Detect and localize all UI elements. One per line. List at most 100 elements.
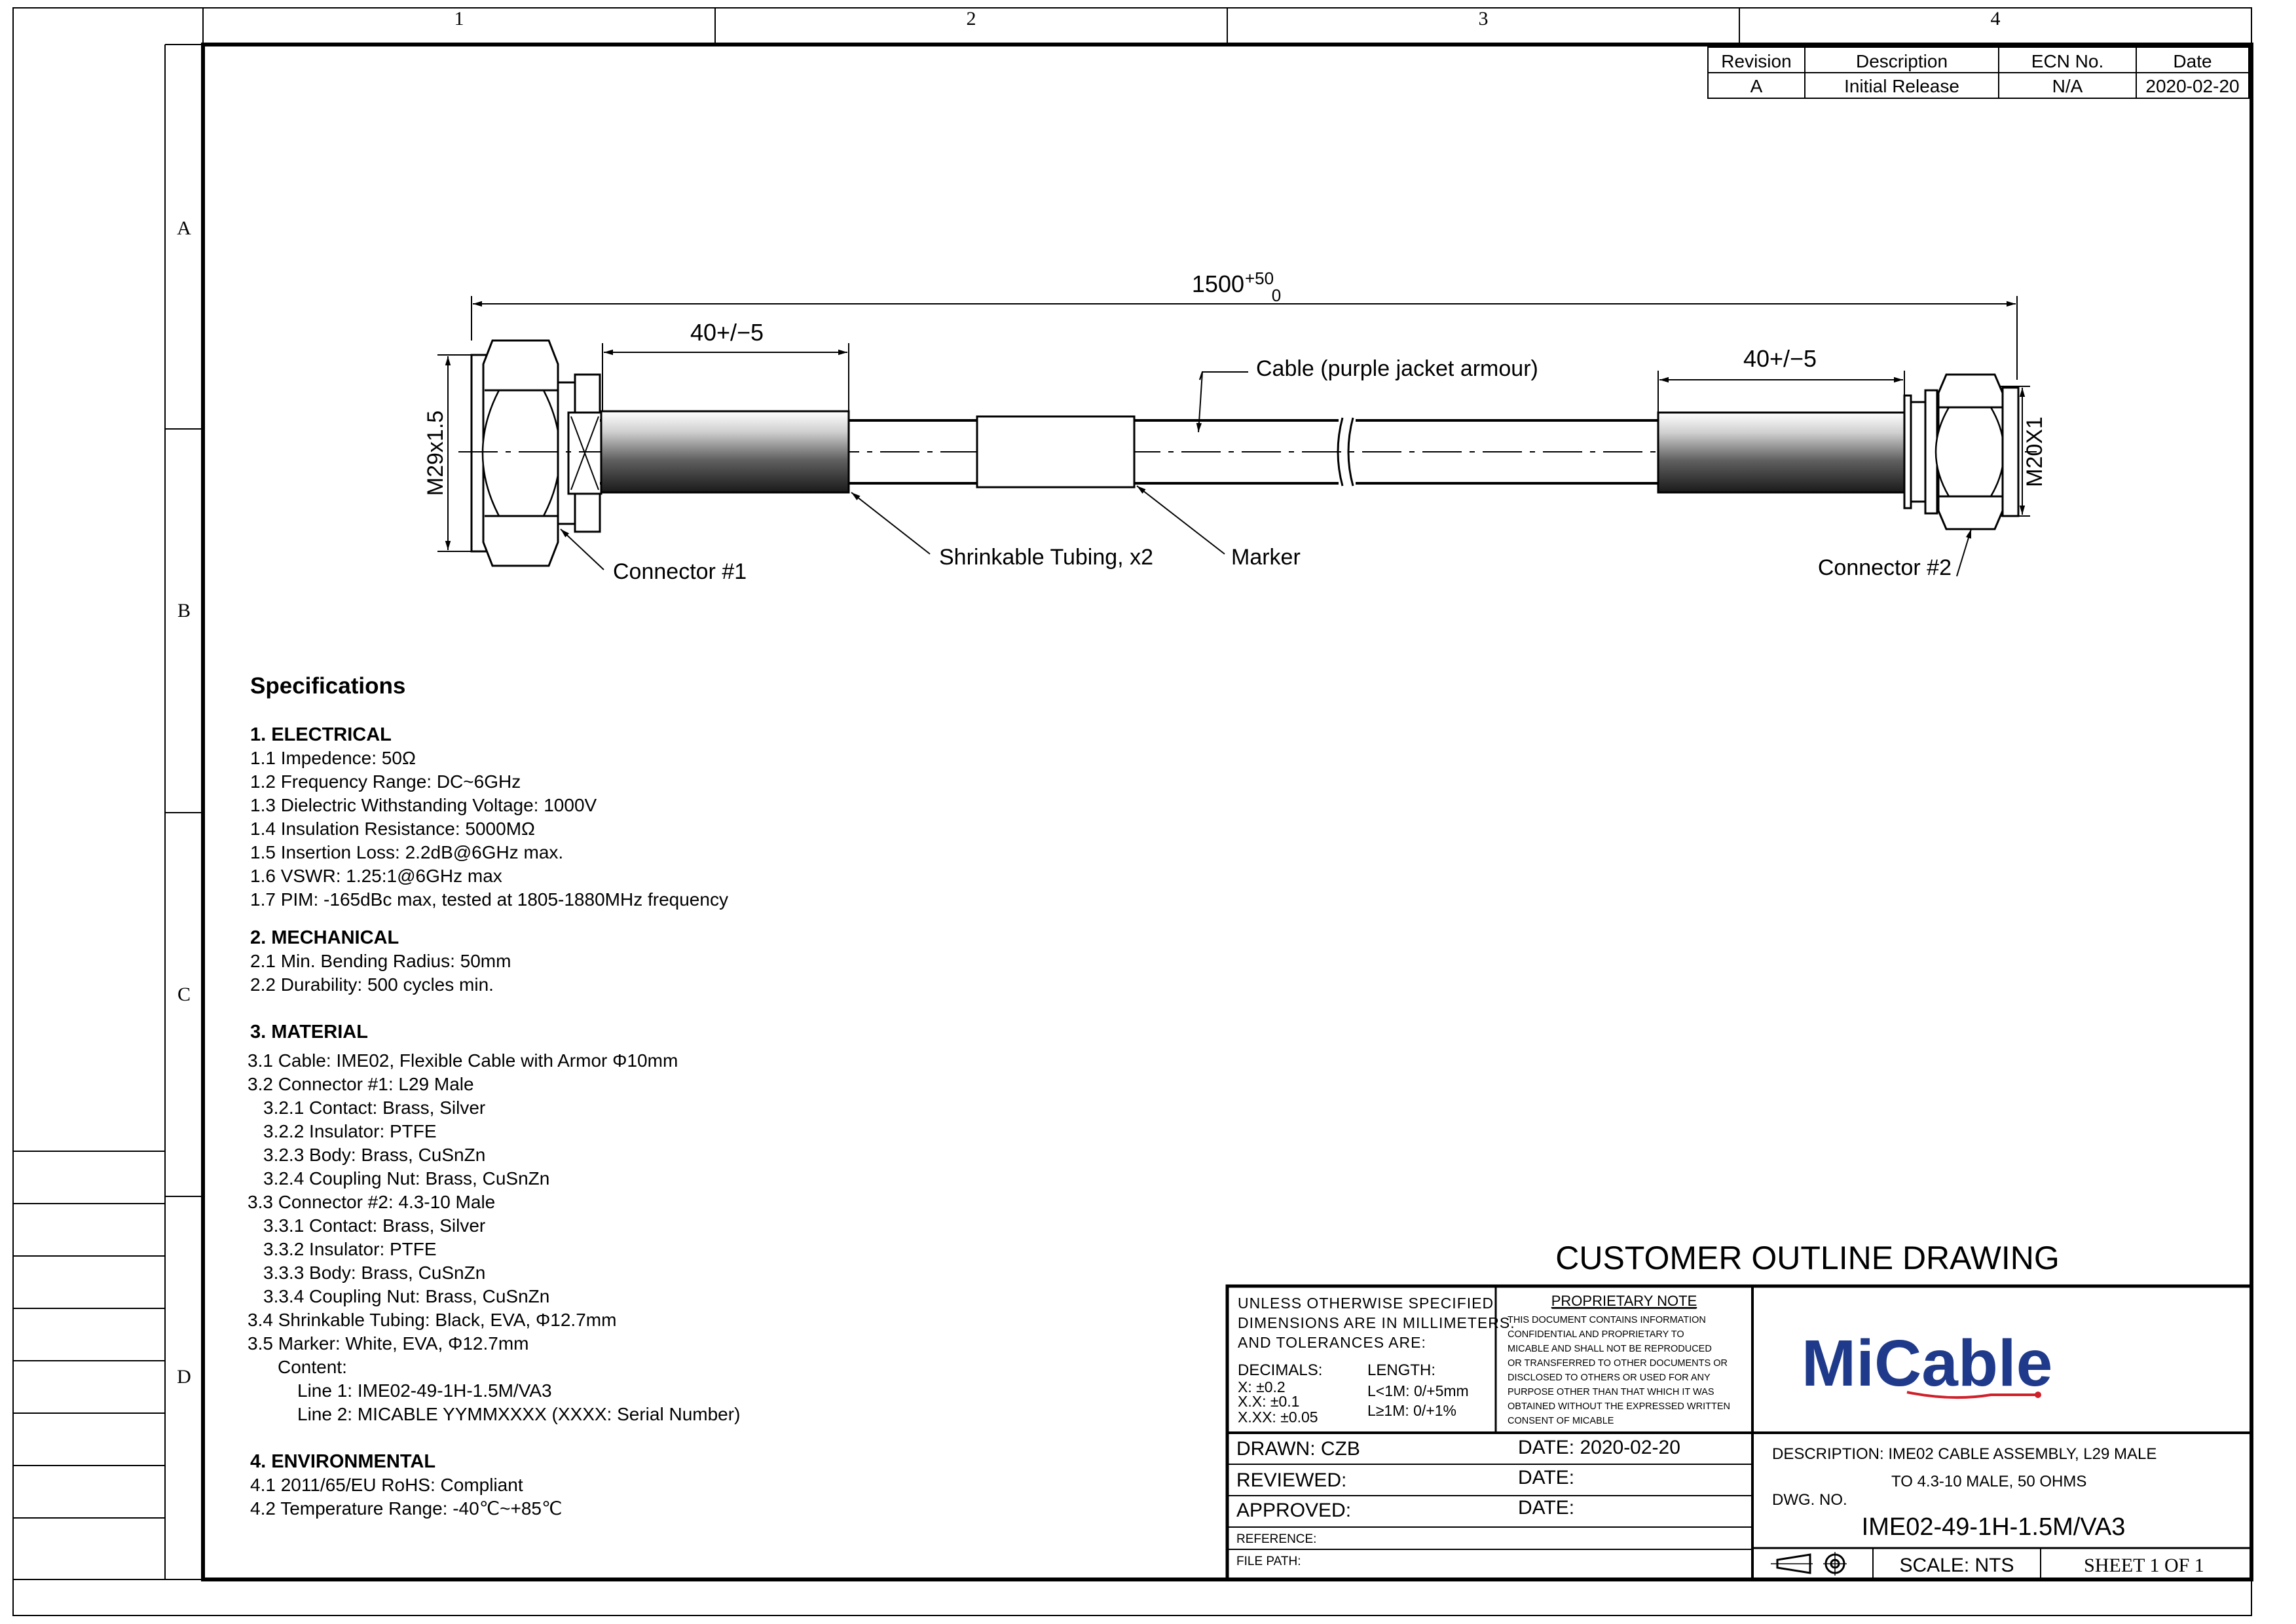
spec-item: 3.3.3 Body: Brass, CuSnZn — [263, 1263, 486, 1283]
spec-item: 3.3.1 Contact: Brass, Silver — [263, 1215, 486, 1236]
rev-header-ecn: ECN No. — [2031, 51, 2103, 71]
label-cable: Cable (purple jacket armour) — [1256, 356, 1538, 381]
grid-row-d: D — [177, 1366, 191, 1388]
proprietary-line-4: OR TRANSFERRED TO OTHER DOCUMENTS OR — [1508, 1358, 1728, 1369]
tolerance-note-line-2: DIMENSIONS ARE IN MILLIMETERS. — [1238, 1314, 1515, 1331]
shrink-tubing-left — [600, 410, 850, 494]
rev-cell-ecn: N/A — [2052, 76, 2083, 96]
tubing-length-left: 40+/−5 — [690, 319, 764, 346]
spec-item: 3.3.2 Insulator: PTFE — [263, 1239, 437, 1259]
reference-label: REFERENCE: — [1236, 1532, 1316, 1546]
scale-label: SCALE: NTS — [1899, 1555, 2014, 1576]
drawn-by: DRAWN: CZB — [1236, 1438, 1360, 1460]
rev-header-date: Date — [2173, 51, 2212, 71]
spec-item: 3.5 Marker: White, EVA, Φ12.7mm — [248, 1333, 529, 1354]
spec-item: 3.2.4 Coupling Nut: Brass, CuSnZn — [263, 1168, 550, 1189]
tolerance-note-line-1: UNLESS OTHERWISE SPECIFIED, — [1238, 1295, 1498, 1312]
label-connector-1: Connector #1 — [613, 559, 747, 584]
grid-col-2: 2 — [967, 8, 976, 29]
spec-item: 2.2 Durability: 500 cycles min. — [250, 974, 494, 995]
proprietary-line-1: THIS DOCUMENT CONTAINS INFORMATION — [1508, 1315, 1706, 1325]
proprietary-line-8: CONSENT OF MICABLE — [1508, 1416, 1614, 1426]
tubing-dimension-left: 40+/−5 — [602, 319, 849, 411]
grid-row-c: C — [177, 984, 191, 1005]
environmental-heading: 4. ENVIRONMENTAL — [250, 1451, 436, 1472]
connector-2 — [1903, 373, 2020, 530]
tubing-dimension-right: 40+/−5 — [1657, 345, 1905, 414]
rev-cell-date: 2020-02-20 — [2145, 76, 2239, 96]
spec-item: 1.4 Insulation Resistance: 5000MΩ — [250, 819, 535, 839]
approved-date: DATE: — [1518, 1497, 1574, 1519]
proprietary-line-7: OBTAINED WITHOUT THE EXPRESSED WRITTEN — [1508, 1401, 1730, 1412]
spec-item: 3.3.4 Coupling Nut: Brass, CuSnZn — [263, 1286, 550, 1306]
file-path-label: FILE PATH: — [1236, 1555, 1301, 1568]
thread-dimension-left: M29x1.5 — [423, 354, 472, 552]
spec-item: 1.1 Impedence: 50Ω — [250, 748, 416, 768]
spec-item: 1.7 PIM: -165dBc max, tested at 1805-188… — [250, 889, 728, 910]
drawn-date: DATE: 2020-02-20 — [1518, 1437, 1680, 1458]
drawing-title: CUSTOMER OUTLINE DRAWING — [1555, 1240, 2059, 1276]
rev-header-revision: Revision — [1721, 51, 1791, 71]
decimals-2: X.X: ±0.1 — [1238, 1393, 1299, 1410]
callout-leaders — [560, 371, 1972, 577]
micable-logo: Mi Cable — [1802, 1327, 2052, 1400]
tolerance-note-line-3: AND TOLERANCES ARE: — [1238, 1334, 1426, 1351]
label-connector-2: Connector #2 — [1818, 555, 1952, 580]
grid-row-b: B — [177, 600, 191, 621]
proprietary-title: PROPRIETARY NOTE — [1551, 1293, 1697, 1309]
decimals-1: X: ±0.2 — [1238, 1378, 1286, 1395]
grid-col-1: 1 — [454, 8, 464, 29]
spec-item: 1.6 VSWR: 1.25:1@6GHz max — [250, 866, 502, 886]
proprietary-line-3: MICABLE AND SHALL NOT BE REPRODUCED — [1508, 1344, 1712, 1354]
description-line-1: DESCRIPTION: IME02 CABLE ASSEMBLY, L29 M… — [1772, 1445, 2157, 1463]
decimals-label: DECIMALS: — [1238, 1361, 1322, 1379]
connector-1 — [470, 339, 602, 567]
dwg-no-label: DWG. NO. — [1772, 1491, 1847, 1509]
cable-assembly-drawing: 1500 +50 0 40+/−5 40+/−5 M29x1.5 — [423, 268, 2047, 584]
marker-sleeve — [976, 415, 1136, 489]
spec-item: Line 2: MICABLE YYMMXXXX (XXXX: Serial N… — [297, 1404, 741, 1424]
rev-cell-revision: A — [1750, 76, 1763, 96]
logo-cable: Cable — [1874, 1327, 2052, 1400]
description-line-2: TO 4.3-10 MALE, 50 OHMS — [1891, 1473, 2086, 1490]
decimals-3: X.XX: ±0.05 — [1238, 1409, 1318, 1426]
proprietary-line-5: DISCLOSED TO OTHERS OR USED FOR ANY — [1508, 1373, 1711, 1383]
length-label: LENGTH: — [1367, 1361, 1435, 1379]
overall-length-dimension: 1500 +50 0 — [471, 268, 2018, 380]
shrink-tubing-right — [1657, 411, 1906, 494]
spec-item: 3.1 Cable: IME02, Flexible Cable with Ar… — [248, 1050, 678, 1071]
overall-length-tol-upper: +50 — [1245, 268, 1274, 288]
grid-row-a: A — [177, 217, 191, 239]
spec-item: 4.2 Temperature Range: -40℃~+85℃ — [250, 1498, 563, 1519]
spec-item: 3.3 Connector #2: 4.3-10 Male — [248, 1192, 496, 1212]
spec-item: 1.5 Insertion Loss: 2.2dB@6GHz max. — [250, 842, 564, 862]
spec-item: 1.3 Dielectric Withstanding Voltage: 100… — [250, 795, 597, 815]
label-shrink-tubing: Shrinkable Tubing, x2 — [939, 545, 1153, 570]
spec-item: 3.2.3 Body: Brass, CuSnZn — [263, 1145, 486, 1165]
spec-item: 2.1 Min. Bending Radius: 50mm — [250, 951, 511, 971]
proprietary-line-2: CONFIDENTIAL AND PROPRIETARY TO — [1508, 1329, 1684, 1340]
spec-item: Content: — [278, 1357, 347, 1377]
spec-item: 1.2 Frequency Range: DC~6GHz — [250, 771, 521, 792]
reviewed-date: DATE: — [1518, 1467, 1574, 1488]
rev-header-description: Description — [1856, 51, 1948, 71]
spec-item: 3.4 Shrinkable Tubing: Black, EVA, Φ12.7… — [248, 1310, 617, 1330]
grid-col-4: 4 — [1991, 8, 2001, 29]
overall-length-tol-lower: 0 — [1272, 286, 1281, 305]
dwg-no: IME02-49-1H-1.5M/VA3 — [1862, 1513, 2126, 1541]
grid-column-labels: 1 2 3 4 — [454, 8, 2001, 29]
spec-item: 3.2 Connector #1: L29 Male — [248, 1074, 474, 1094]
third-angle-projection-icon — [1771, 1552, 1847, 1576]
electrical-heading: 1. ELECTRICAL — [250, 724, 392, 745]
spec-item: 4.1 2011/65/EU RoHS: Compliant — [250, 1475, 523, 1495]
specifications-title: Specifications — [250, 673, 406, 699]
thread-left-label: M29x1.5 — [423, 411, 448, 496]
length-1: L<1M: 0/+5mm — [1367, 1382, 1469, 1399]
mechanical-heading: 2. MECHANICAL — [250, 927, 399, 948]
tubing-length-right: 40+/−5 — [1743, 345, 1817, 372]
material-heading: 3. MATERIAL — [250, 1022, 368, 1043]
approved-by: APPROVED: — [1236, 1500, 1351, 1521]
logo-mi: Mi — [1802, 1327, 1874, 1400]
overall-length-value: 1500 — [1192, 270, 1244, 297]
